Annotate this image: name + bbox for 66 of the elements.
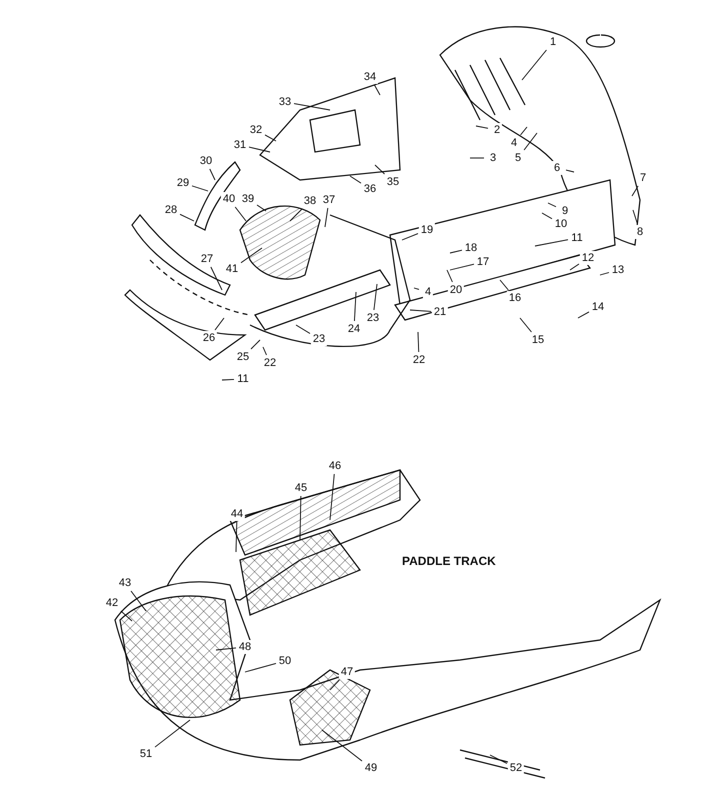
leader-line — [548, 202, 556, 208]
leader-line — [374, 164, 385, 174]
leader-line — [402, 233, 418, 240]
leader-line — [450, 250, 462, 254]
leader-line — [600, 272, 610, 276]
leader-line — [322, 730, 362, 762]
leader-line — [632, 210, 638, 224]
leader-line — [490, 754, 508, 764]
callout-number: 48 — [236, 640, 254, 654]
leader-line — [330, 680, 340, 690]
leader-line — [524, 132, 538, 150]
leader-line — [522, 50, 547, 80]
leader-line — [476, 126, 488, 129]
leader-line — [294, 103, 330, 110]
leader-line — [374, 84, 380, 96]
leader-line — [244, 663, 276, 672]
leader-line — [542, 212, 552, 220]
leader-line — [450, 264, 474, 270]
leader-line — [374, 284, 378, 310]
leader-line — [192, 185, 208, 192]
leader-line — [180, 214, 194, 222]
leader-line — [248, 146, 270, 152]
leader-line — [130, 590, 146, 612]
callout-number: 44 — [228, 507, 246, 521]
callout-number: 6 — [552, 161, 562, 175]
leader-line — [414, 288, 420, 290]
leader-line — [410, 310, 432, 312]
leader-line — [632, 186, 639, 196]
callout-number: 8 — [634, 225, 646, 239]
callout-number: 34 — [362, 70, 378, 84]
leader-line — [264, 134, 276, 142]
view-label: PADDLE TRACK — [402, 554, 496, 568]
callout-number: 47 — [338, 665, 356, 679]
leader-line — [216, 647, 236, 650]
leader-line — [500, 280, 509, 290]
leader-line — [209, 168, 216, 180]
leader-line — [350, 176, 362, 184]
leader-line — [120, 610, 132, 622]
leader-line — [236, 522, 238, 552]
callout-number: 4 — [422, 285, 434, 299]
leader-line — [290, 208, 302, 222]
leader-line — [330, 474, 335, 520]
leader-line — [210, 266, 222, 290]
leader-line — [222, 378, 234, 380]
leader-line — [240, 248, 262, 264]
leader-line — [520, 126, 528, 136]
leader-line — [154, 720, 190, 748]
leader-line — [578, 312, 590, 318]
callout-number: 23 — [310, 332, 328, 346]
leader-line — [446, 270, 453, 282]
leader-line — [296, 324, 310, 334]
leader-line — [214, 318, 224, 330]
leader-line — [354, 292, 356, 322]
leader-line — [520, 318, 532, 332]
leader-line — [570, 264, 580, 270]
leader-line — [324, 208, 328, 228]
leader-line — [300, 496, 302, 540]
leader-line — [234, 206, 246, 222]
leader-line — [262, 346, 267, 356]
leader-line — [250, 340, 260, 350]
leader-line — [566, 170, 574, 172]
leader-line — [256, 204, 266, 212]
leader-line — [534, 239, 568, 246]
leader-line — [418, 332, 420, 352]
callout-number: 12 — [580, 251, 596, 265]
callout-number: 52 — [508, 761, 524, 775]
